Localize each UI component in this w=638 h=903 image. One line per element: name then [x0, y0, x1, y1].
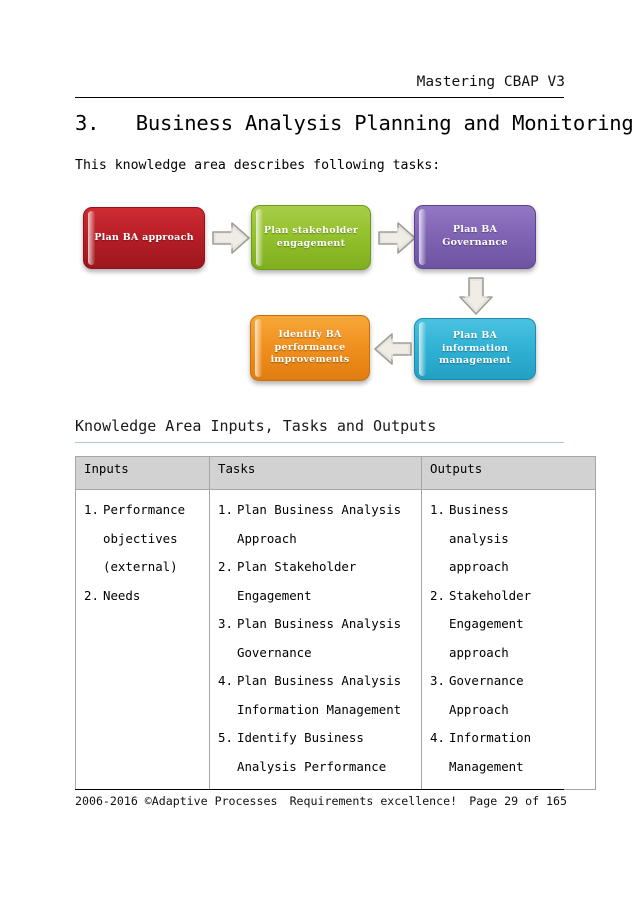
list-item-number: 2.	[218, 559, 233, 574]
list-item: 1. Plan Business Analysis Approach	[218, 496, 413, 553]
diagram-box-plan-ba-approach: Plan BA approach	[83, 207, 205, 269]
list-item: 2. Plan Stakeholder Engagement	[218, 553, 413, 610]
diagram-box-plan-stakeholder-engagement: Plan stakeholder engagement	[251, 205, 371, 270]
arrow-right-icon-1	[212, 222, 250, 254]
list-item: 2. Needs	[84, 582, 201, 611]
list-item: 1. Performance objectives (external)	[84, 496, 201, 582]
list-item-number: 5.	[218, 730, 233, 745]
list-item-number: 3.	[218, 616, 233, 631]
diagram-box-plan-ba-information-management: Plan BA information management	[414, 318, 536, 380]
subsection-divider	[75, 442, 564, 444]
list-item-number: 4.	[430, 730, 445, 745]
list-item: 2. Stakeholder Engagement approach	[430, 582, 587, 668]
list-item: 1. Business analysis approach	[430, 496, 587, 582]
running-header: Mastering CBAP V3	[416, 74, 565, 90]
inputs-tasks-outputs-table: Inputs Tasks Outputs 1. Performance obje…	[75, 456, 596, 790]
list-item-number: 3.	[430, 673, 445, 688]
process-flow-diagram: Plan BA approach Plan stakeholder engage…	[0, 190, 638, 405]
list-item-text: Stakeholder Engagement approach	[449, 587, 532, 660]
list-item: 3. Plan Business Analysis Governance	[218, 610, 413, 667]
list-item-text: Information Management	[449, 730, 532, 774]
list-item-text: Plan Business Analysis Approach	[237, 502, 402, 546]
footer-page-number: Page 29 of 165	[469, 794, 567, 808]
subsection-heading: Knowledge Area Inputs, Tasks and Outputs	[75, 417, 437, 435]
intro-paragraph: This knowledge area describes following …	[75, 158, 441, 173]
outputs-list: 1. Business analysis approach 2. Stakeho…	[430, 496, 587, 781]
tasks-list: 1. Plan Business Analysis Approach 2. Pl…	[218, 496, 413, 781]
list-item-number: 1.	[430, 502, 445, 517]
page-title: 3. Business Analysis Planning and Monito…	[75, 111, 634, 135]
list-item-number: 2.	[430, 587, 445, 603]
document-footer: 2006-2016 ©Adaptive Processes Requiremen…	[75, 794, 567, 808]
list-item-text: Business analysis approach	[449, 502, 509, 574]
list-item: 5. Identify Business Analysis Performanc…	[218, 724, 413, 781]
list-item-text: Performance objectives (external)	[103, 502, 186, 574]
header-divider	[75, 97, 564, 98]
cell-outputs: 1. Business analysis approach 2. Stakeho…	[421, 489, 596, 790]
cell-inputs: 1. Performance objectives (external) 2. …	[75, 489, 210, 790]
list-item-text: Identify Business Analysis Performance	[237, 730, 387, 774]
footer-copyright: 2006-2016 ©Adaptive Processes	[75, 794, 278, 808]
list-item-number: 4.	[218, 673, 233, 688]
diagram-box-identify-ba-performance-improvements: Identify BA performance improvements	[250, 315, 370, 381]
list-item: 4. Plan Business Analysis Information Ma…	[218, 667, 413, 724]
list-item-text: Plan Stakeholder Engagement	[237, 559, 357, 603]
diagram-box-label: Plan BA Governance	[442, 224, 508, 248]
cell-tasks: 1. Plan Business Analysis Approach 2. Pl…	[209, 489, 422, 790]
box-gloss-highlight	[419, 322, 426, 376]
diagram-box-plan-ba-governance: Plan BA Governance	[414, 205, 536, 269]
list-item-text: Governance Approach	[449, 673, 524, 717]
list-item-text: Needs	[103, 587, 141, 603]
column-header-tasks: Tasks	[209, 456, 422, 490]
footer-divider	[75, 789, 564, 790]
list-item-text: Plan Business Analysis Governance	[237, 616, 402, 660]
arrow-down-icon	[459, 277, 493, 315]
arrow-left-icon	[374, 333, 412, 365]
diagram-box-label: Plan BA information management	[438, 330, 512, 367]
list-item-number: 1.	[84, 502, 99, 517]
list-item-number: 2.	[84, 587, 99, 603]
table-row: 1. Performance objectives (external) 2. …	[75, 489, 596, 790]
list-item: 4. Information Management	[430, 724, 587, 781]
diagram-box-label: Identify BA performance improvements	[270, 329, 350, 366]
box-gloss-highlight	[256, 209, 263, 266]
table-header-row: Inputs Tasks Outputs	[75, 456, 596, 490]
list-item-number: 1.	[218, 502, 233, 517]
footer-tagline: Requirements excellence!	[289, 794, 458, 808]
arrow-right-icon-2	[378, 222, 416, 254]
box-gloss-highlight	[419, 209, 426, 265]
diagram-box-label: Plan BA approach	[94, 231, 194, 243]
column-header-inputs: Inputs	[75, 456, 210, 490]
list-item-text: Plan Business Analysis Information Manag…	[237, 673, 402, 717]
column-header-outputs: Outputs	[421, 456, 596, 490]
inputs-list: 1. Performance objectives (external) 2. …	[84, 496, 201, 610]
list-item: 3. Governance Approach	[430, 667, 587, 724]
diagram-box-label: Plan stakeholder engagement	[263, 224, 359, 249]
box-gloss-highlight	[255, 319, 262, 377]
